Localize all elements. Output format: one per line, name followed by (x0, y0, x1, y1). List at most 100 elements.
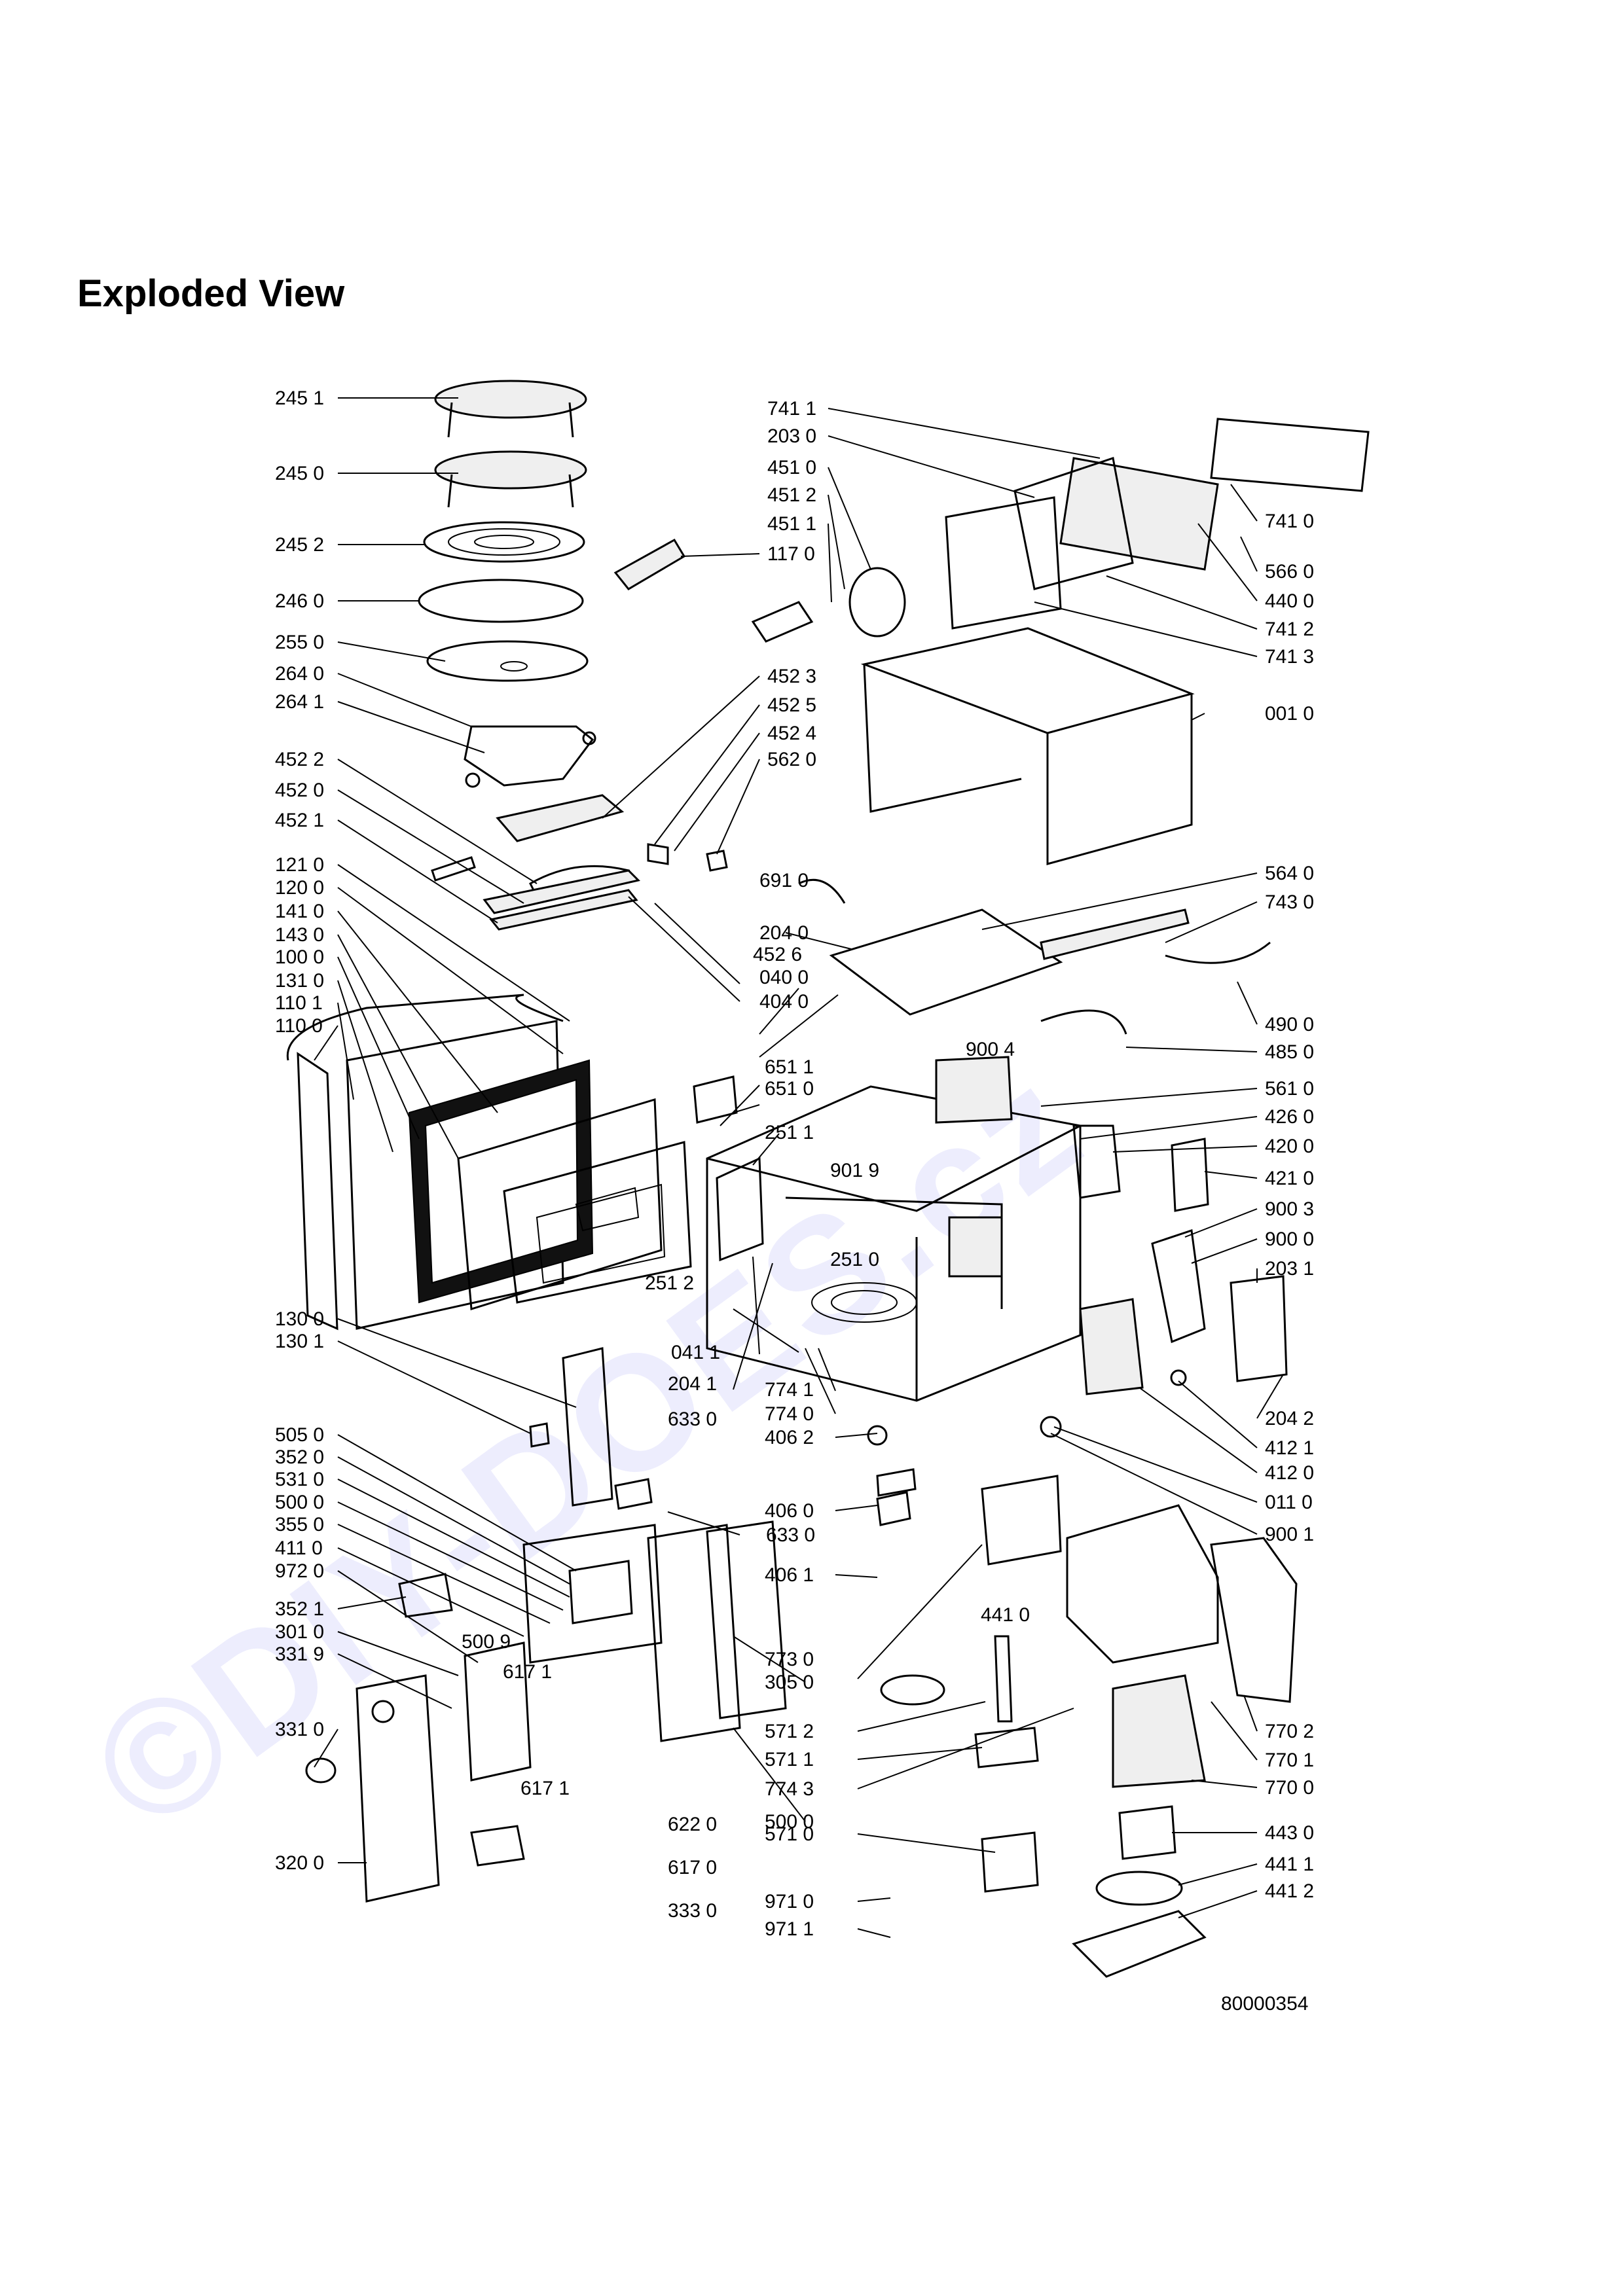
label-041-1: 041 1 (671, 1342, 720, 1363)
label-251-1: 251 1 (765, 1122, 814, 1143)
label-571-0: 571 0 (765, 1823, 814, 1845)
leader-lines (314, 397, 1284, 1938)
label-452-0: 452 0 (275, 780, 324, 801)
label-001-0: 001 0 (1265, 703, 1314, 725)
label-100-0: 100 0 (275, 946, 324, 968)
label-131-0: 131 0 (275, 970, 324, 992)
label-490-0: 490 0 (1265, 1014, 1314, 1035)
label-246-0: 246 0 (275, 590, 324, 612)
label-443-0: 443 0 (1265, 1822, 1314, 1844)
label-406-2: 406 2 (765, 1427, 814, 1448)
label-900-0: 900 0 (1265, 1229, 1314, 1250)
label-451-1: 451 1 (767, 513, 816, 535)
label-130-0: 130 0 (275, 1308, 324, 1330)
label-355-0: 355 0 (275, 1514, 324, 1535)
label-301-0: 301 0 (275, 1621, 324, 1643)
label-120-0: 120 0 (275, 877, 324, 899)
label-564-0: 564 0 (1265, 863, 1314, 884)
label-320-0: 320 0 (275, 1852, 324, 1874)
label-121-0: 121 0 (275, 854, 324, 876)
label-203-1: 203 1 (1265, 1258, 1314, 1280)
label-741-3: 741 3 (1265, 646, 1314, 668)
label-774-0: 774 0 (765, 1403, 814, 1425)
label-204-2: 204 2 (1265, 1408, 1314, 1429)
label-561-0: 561 0 (1265, 1078, 1314, 1100)
label-773-0: 773 0 (765, 1649, 814, 1670)
label-204-0: 204 0 (759, 922, 809, 944)
label-633-0-upper: 633 0 (668, 1408, 717, 1430)
label-404-0: 404 0 (759, 991, 809, 1013)
label-971-1: 971 1 (765, 1918, 814, 1940)
label-426-0: 426 0 (1265, 1106, 1314, 1128)
label-040-0: 040 0 (759, 967, 809, 988)
label-651-1: 651 1 (765, 1056, 814, 1078)
label-352-0: 352 0 (275, 1446, 324, 1468)
label-452-3: 452 3 (767, 666, 816, 687)
label-441-2: 441 2 (1265, 1880, 1314, 1902)
label-117-0: 117 0 (767, 543, 815, 565)
label-204-1: 204 1 (668, 1373, 717, 1395)
oven-cavity (693, 1075, 1082, 1402)
label-141-0: 141 0 (275, 901, 324, 922)
label-633-0-lower: 633 0 (766, 1524, 815, 1546)
label-900-1: 900 1 (1265, 1524, 1314, 1545)
label-110-0: 110 0 (275, 1015, 323, 1037)
label-452-4: 452 4 (767, 723, 816, 744)
label-485-0: 485 0 (1265, 1041, 1314, 1063)
label-774-3: 774 3 (765, 1778, 814, 1800)
label-971-0: 971 0 (765, 1891, 814, 1912)
control-panel-parts (305, 1347, 787, 1903)
label-901-9: 901 9 (830, 1160, 879, 1181)
label-203-0: 203 0 (767, 425, 816, 447)
label-421-0: 421 0 (1265, 1168, 1314, 1189)
lower-right-parts (867, 1425, 1298, 1978)
label-452-6: 452 6 (753, 944, 802, 965)
label-972-0: 972 0 (275, 1560, 324, 1582)
label-741-2: 741 2 (1265, 619, 1314, 640)
label-331-9: 331 9 (275, 1643, 324, 1665)
label-412-1: 412 1 (1265, 1437, 1314, 1459)
label-691-0: 691 0 (759, 870, 809, 891)
label-305-0: 305 0 (765, 1672, 814, 1693)
label-770-2: 770 2 (1265, 1721, 1314, 1742)
label-571-2: 571 2 (765, 1721, 814, 1742)
label-452-2: 452 2 (275, 749, 324, 770)
page-title: Exploded View (77, 272, 345, 315)
label-331-0: 331 0 (275, 1719, 324, 1740)
label-333-0: 333 0 (668, 1900, 717, 1922)
label-500-0-right: 500 0 (765, 1811, 814, 1833)
label-245-0: 245 0 (275, 463, 324, 484)
label-617-1-b: 617 1 (520, 1778, 570, 1799)
label-406-0: 406 0 (765, 1500, 814, 1522)
label-440-0: 440 0 (1265, 590, 1314, 612)
label-441-0: 441 0 (981, 1604, 1030, 1626)
part-labels: 245 1 245 0 245 2 246 0 255 0 264 0 264 … (275, 387, 1314, 1940)
label-900-4: 900 4 (966, 1039, 1015, 1060)
label-617-0: 617 0 (668, 1857, 717, 1878)
label-264-1: 264 1 (275, 691, 324, 713)
turntable-stack (418, 380, 596, 788)
label-130-1: 130 1 (275, 1331, 324, 1352)
label-770-1: 770 1 (1265, 1749, 1314, 1771)
right-side-parts (1040, 1229, 1288, 1438)
label-500-0-left: 500 0 (275, 1492, 324, 1513)
label-562-0: 562 0 (767, 749, 816, 770)
label-245-2: 245 2 (275, 534, 324, 556)
rear-panel-parts (613, 418, 1370, 643)
label-741-1: 741 1 (767, 398, 816, 420)
label-110-1: 110 1 (275, 992, 323, 1014)
upper-internal-parts (798, 878, 1271, 1212)
label-452-1: 452 1 (275, 810, 324, 831)
label-617-1-a: 617 1 (503, 1661, 552, 1683)
label-622-0: 622 0 (668, 1814, 717, 1835)
document-number: 80000354 (1221, 1993, 1309, 2015)
label-571-1: 571 1 (765, 1749, 814, 1770)
label-741-0: 741 0 (1265, 511, 1314, 532)
label-352-1: 352 1 (275, 1598, 324, 1620)
label-420-0: 420 0 (1265, 1136, 1314, 1157)
label-651-0: 651 0 (765, 1078, 814, 1100)
label-531-0: 531 0 (275, 1469, 324, 1490)
label-774-1: 774 1 (765, 1379, 814, 1401)
label-505-0: 505 0 (275, 1424, 324, 1446)
outer-casing (860, 627, 1195, 865)
